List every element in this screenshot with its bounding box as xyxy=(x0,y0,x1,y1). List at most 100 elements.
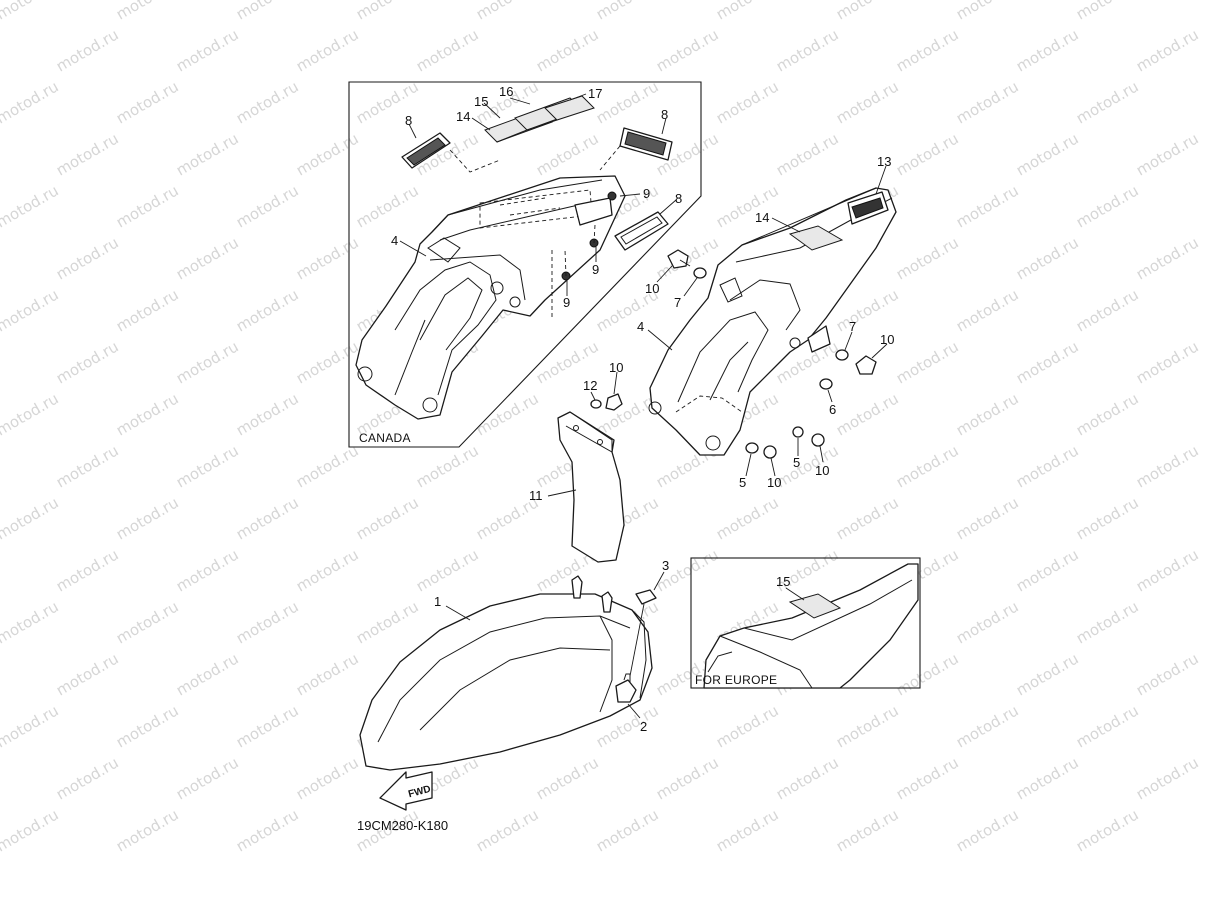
watermark-text: motod.ru xyxy=(413,25,482,75)
watermark-text: motod.ru xyxy=(713,77,782,127)
watermark-text: motod.ru xyxy=(713,701,782,751)
callout-8-right: 8 xyxy=(661,107,668,122)
watermark-text: motod.ru xyxy=(0,337,2,387)
europe-fender-detail xyxy=(703,563,919,689)
callout-8-left: 8 xyxy=(405,113,412,128)
watermark-text: motod.ru xyxy=(173,753,242,803)
callout-10-d: 10 xyxy=(815,463,829,478)
watermark-text: motod.ru xyxy=(1133,753,1202,803)
watermark-text: motod.ru xyxy=(413,545,482,595)
watermark-text: motod.ru xyxy=(0,233,2,283)
mud-flap xyxy=(557,393,625,563)
watermark-text: motod.ru xyxy=(1133,337,1202,387)
watermark-text: motod.ru xyxy=(113,805,182,855)
watermark-text: motod.ru xyxy=(293,545,362,595)
watermark-text: motod.ru xyxy=(53,129,122,179)
watermark-text: motod.ru xyxy=(53,233,122,283)
callout-15-canada: 15 xyxy=(474,94,488,109)
nut-9-a xyxy=(607,191,617,201)
watermark-text: motod.ru xyxy=(953,701,1022,751)
watermark-text: motod.ru xyxy=(173,441,242,491)
callout-17: 17 xyxy=(588,86,602,101)
europe-label: FOR EUROPE xyxy=(695,673,777,687)
callout-5-right: 5 xyxy=(793,455,800,470)
decal-17 xyxy=(544,95,595,121)
watermark-text: motod.ru xyxy=(0,649,2,699)
watermark-text: motod.ru xyxy=(953,805,1022,855)
watermark-text: motod.ru xyxy=(533,753,602,803)
watermark-text: motod.ru xyxy=(113,701,182,751)
callout-1: 1 xyxy=(434,594,441,609)
watermark-text: motod.ru xyxy=(953,0,1022,23)
canada-bracket xyxy=(551,191,617,320)
watermark-text: motod.ru xyxy=(53,25,122,75)
watermark-text: motod.ru xyxy=(1073,701,1142,751)
watermark-text: motod.ru xyxy=(533,129,602,179)
callout-7-b: 7 xyxy=(849,319,856,334)
callout-labels: 16 17 15 14 8 8 9 8 4 9 9 13 14 10 7 4 7… xyxy=(391,84,894,734)
watermark-text: motod.ru xyxy=(773,753,842,803)
callout-5-left: 5 xyxy=(739,475,746,490)
watermark-text: motod.ru xyxy=(53,649,122,699)
watermark-text: motod.ru xyxy=(0,597,62,647)
watermark-text: motod.ru xyxy=(293,441,362,491)
watermark-text: motod.ru xyxy=(713,181,782,231)
washer-12 xyxy=(590,399,602,409)
watermark-text: motod.ru xyxy=(833,493,902,543)
callout-16: 16 xyxy=(499,84,513,99)
watermark-text: motod.ru xyxy=(473,805,542,855)
watermark-text: motod.ru xyxy=(953,181,1022,231)
watermark-text: motod.ru xyxy=(0,0,62,23)
callout-13: 13 xyxy=(877,154,891,169)
callout-15-europe: 15 xyxy=(776,574,790,589)
watermark-text: motod.ru xyxy=(893,129,962,179)
watermark-text: motod.ru xyxy=(293,337,362,387)
watermark-text: motod.ru xyxy=(773,25,842,75)
watermark-text: motod.ru xyxy=(173,25,242,75)
callout-9-lower: 9 xyxy=(563,295,570,310)
watermark-text: motod.ru xyxy=(293,129,362,179)
watermark-text: motod.ru xyxy=(113,493,182,543)
watermark-text: motod.ru xyxy=(1013,25,1082,75)
watermark-text: motod.ru xyxy=(1073,805,1142,855)
watermark-text: motod.ru xyxy=(233,805,302,855)
canada-label: CANADA xyxy=(359,431,411,445)
watermark-text: motod.ru xyxy=(833,805,902,855)
watermark-text: motod.ru xyxy=(0,805,62,855)
watermark-text: motod.ru xyxy=(1073,389,1142,439)
watermark-text: motod.ru xyxy=(233,77,302,127)
watermark-text: motod.ru xyxy=(713,493,782,543)
watermark-text: motod.ru xyxy=(353,0,422,23)
watermark-text: motod.ru xyxy=(0,753,2,803)
watermark-text: motod.ru xyxy=(0,493,62,543)
front-fender xyxy=(359,575,657,771)
grommet-3 xyxy=(635,589,657,605)
watermark-text: motod.ru xyxy=(173,129,242,179)
watermark-text: motod.ru xyxy=(173,233,242,283)
watermark-text: motod.ru xyxy=(353,597,422,647)
watermark-text: motod.ru xyxy=(0,701,62,751)
watermark-text: motod.ru xyxy=(293,753,362,803)
watermark-text: motod.ru xyxy=(1073,285,1142,335)
canada-decal-set xyxy=(484,95,595,143)
watermark-text: motod.ru xyxy=(113,181,182,231)
watermark-text: motod.ru xyxy=(893,753,962,803)
watermark-text: motod.ru xyxy=(1133,233,1202,283)
callout-14-main: 14 xyxy=(755,210,769,225)
callout-10-c: 10 xyxy=(609,360,623,375)
watermark-text: motod.ru xyxy=(233,285,302,335)
diagram-code: 19CM280-K180 xyxy=(357,818,448,833)
watermark-text: motod.ru xyxy=(953,493,1022,543)
watermark-text: motod.ru xyxy=(1133,649,1202,699)
watermark-text: motod.ru xyxy=(293,25,362,75)
leader-lines xyxy=(399,93,888,719)
canada-reflectors xyxy=(401,127,673,251)
watermark-text: motod.ru xyxy=(0,389,62,439)
watermark-text: motod.ru xyxy=(1133,441,1202,491)
watermark-text: motod.ru xyxy=(893,337,962,387)
watermark-text: motod.ru xyxy=(1013,337,1082,387)
watermark-text: motod.ru xyxy=(833,0,902,23)
main-fender-fasteners xyxy=(667,249,877,459)
watermark-text: motod.ru xyxy=(1013,441,1082,491)
